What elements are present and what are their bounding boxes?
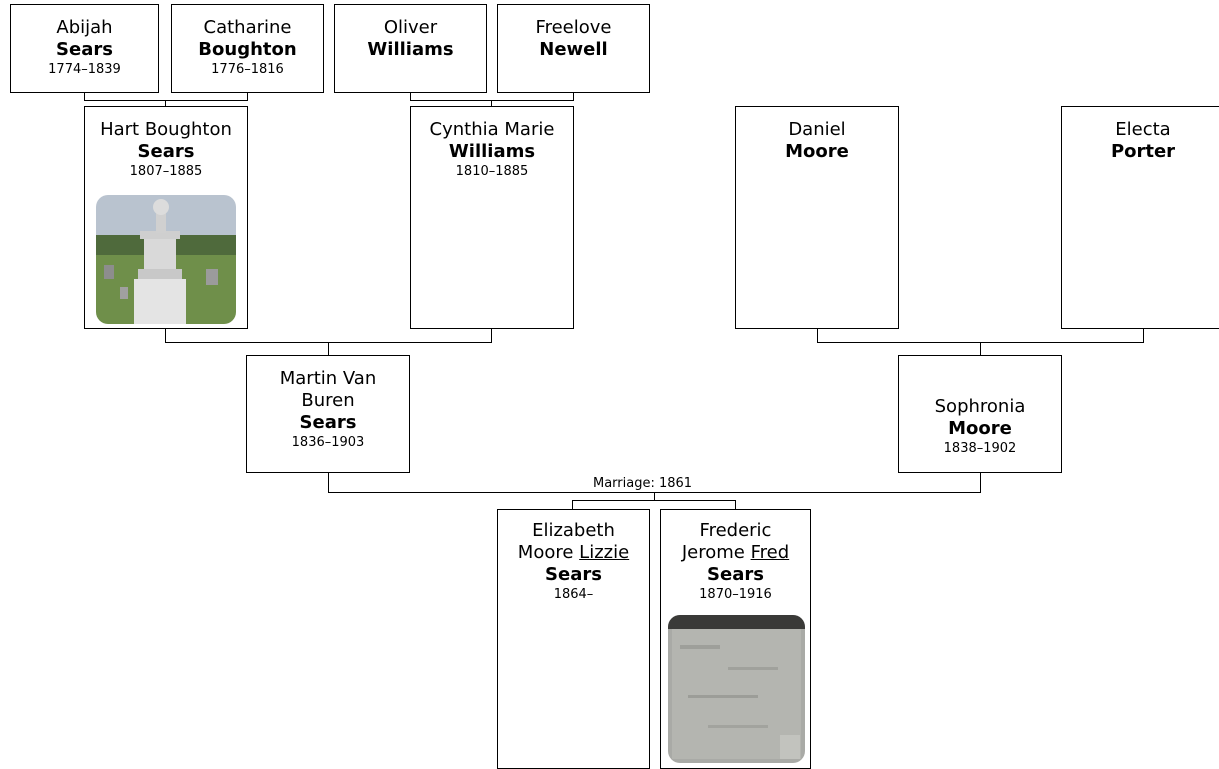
surname: Sears [137,141,195,162]
person-card-electa-porter[interactable]: Electa Porter [1061,106,1219,329]
given-name: Frederic Jerome Fred [661,520,810,564]
connector [980,342,981,355]
connector [410,100,574,101]
given-name: Freelove [535,17,612,38]
person-card-elizabeth-moore-sears[interactable]: Elizabeth Moore Lizzie Sears 1864– [497,509,650,769]
life-dates: 1864– [553,587,594,602]
connector [573,92,574,100]
nickname: Fred [750,542,790,563]
life-dates: 1774–1839 [48,62,121,77]
given-name-line: Martin Van [279,368,377,389]
person-card-abijah-sears[interactable]: Abijah Sears 1774–1839 [10,4,159,93]
connector [572,500,736,501]
surname: Newell [539,39,608,60]
life-dates: 1776–1816 [211,62,284,77]
given-name: Daniel [788,119,846,140]
headstone-photo-icon [668,615,805,763]
given-name: Catharine [203,17,292,38]
connector [247,92,248,100]
given-name: Martin Van Buren [247,368,409,412]
marriage-label: Marriage: 1861 [592,476,694,491]
connector [491,100,492,106]
given-name-line: Buren [301,390,355,411]
person-card-daniel-moore[interactable]: Daniel Moore [735,106,899,329]
given-name-line: Jerome Fred [661,542,810,564]
nickname: Lizzie [579,542,630,563]
given-name-line: Frederic [699,520,772,541]
connector [654,492,655,500]
connector [572,500,573,509]
surname: Moore [785,141,849,162]
connector [735,500,736,509]
middle-name: Jerome [681,542,745,563]
connector [491,328,492,342]
person-card-frederic-jerome-sears[interactable]: Frederic Jerome Fred Sears 1870–1916 [660,509,811,769]
surname: Williams [367,39,454,60]
surname: Moore [948,418,1012,439]
person-card-catharine-boughton[interactable]: Catharine Boughton 1776–1816 [171,4,324,93]
given-name: Elizabeth Moore Lizzie [498,520,649,564]
life-dates: 1807–1885 [129,164,203,179]
connector [980,472,981,492]
surname: Williams [448,141,536,162]
connector [1143,328,1144,342]
person-card-sophronia-moore[interactable]: Sophronia Moore 1838–1902 [898,355,1062,473]
connector [410,92,411,100]
connector [84,100,248,101]
connector [328,472,329,492]
person-card-cynthia-marie-williams[interactable]: Cynthia Marie Williams 1810–1885 [410,106,574,329]
connector [165,328,166,342]
person-card-martin-van-buren-sears[interactable]: Martin Van Buren Sears 1836–1903 [246,355,410,473]
given-name-line: Elizabeth [532,520,615,541]
monument-photo-icon [96,195,236,324]
surname: Sears [707,564,764,585]
given-name: Hart Boughton [100,119,232,140]
life-dates: 1810–1885 [455,164,529,179]
given-name: Cynthia Marie [429,119,555,140]
life-dates: 1870–1916 [699,587,772,602]
life-dates: 1838–1902 [943,441,1017,456]
connector [817,328,818,342]
connector [84,92,85,100]
given-name: Oliver [383,17,438,38]
surname: Porter [1110,141,1176,162]
middle-name: Moore [517,542,574,563]
connector [328,342,329,355]
person-card-freelove-newell[interactable]: Freelove Newell [497,4,650,93]
person-card-oliver-williams[interactable]: Oliver Williams [334,4,487,93]
surname: Boughton [198,39,297,60]
person-card-hart-boughton-sears[interactable]: Hart Boughton Sears 1807–1885 [84,106,248,329]
surname: Sears [545,564,602,585]
gravestone-photo[interactable] [668,615,805,763]
connector [165,100,166,106]
surname: Sears [56,39,113,60]
gravestone-photo[interactable] [96,195,236,324]
given-name-line: Moore Lizzie [498,542,649,564]
life-dates: 1836–1903 [291,435,365,450]
given-name: Electa [1115,119,1171,140]
surname: Sears [299,412,357,433]
given-name: Sophronia [934,396,1026,417]
given-name: Abijah [56,17,113,38]
